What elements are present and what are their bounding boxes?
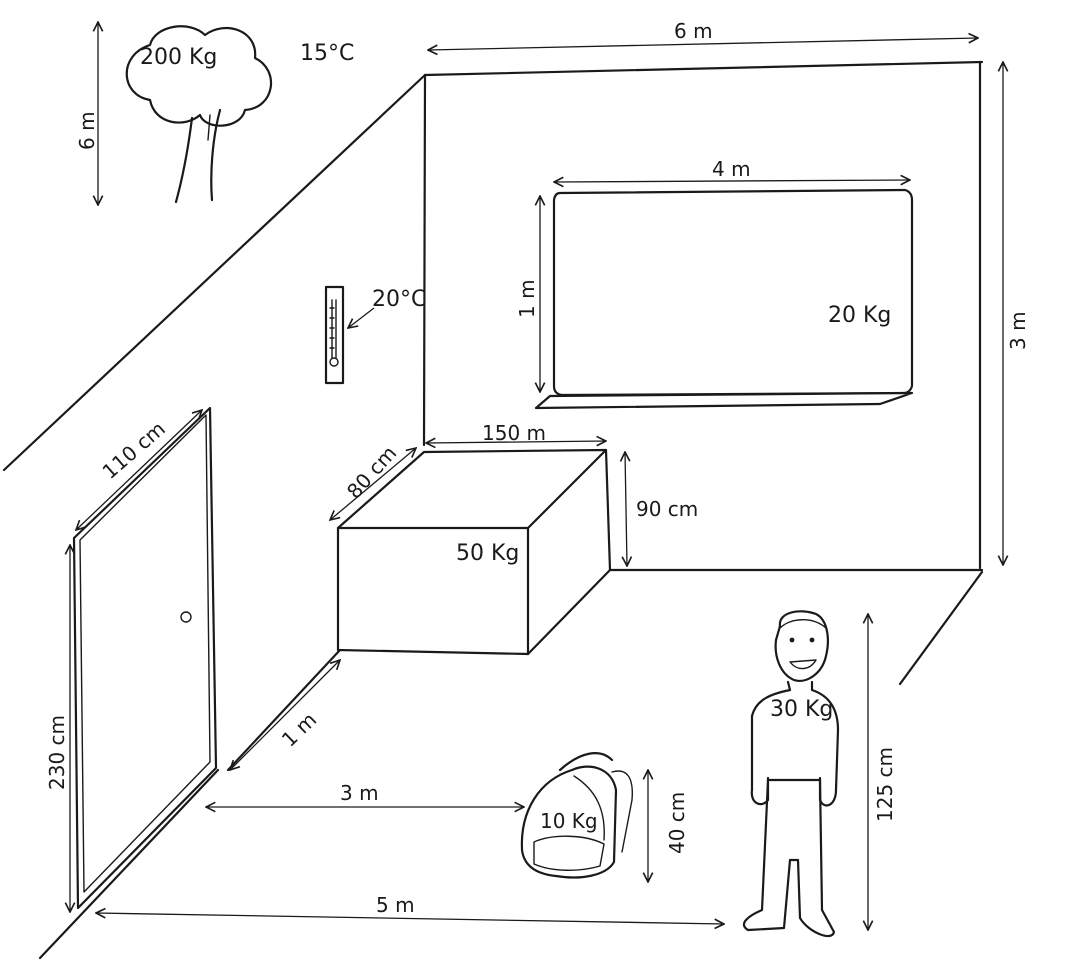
table-length-arrow: [426, 441, 606, 443]
person-weight-label: 30 Kg: [770, 697, 833, 722]
door-width-arrow: [76, 410, 202, 530]
room-walls: [2, 60, 984, 960]
board-width-label: 4 m: [712, 157, 751, 181]
room-height-label: 3 m: [1006, 311, 1030, 350]
board-weight-label: 20 Kg: [828, 303, 891, 328]
backpack-weight-label: 10 Kg: [540, 809, 598, 833]
indoor-temperature: 20°C: [372, 287, 426, 312]
backpack-height-label: 40 cm: [665, 792, 689, 854]
board-width-arrow: [554, 180, 910, 182]
tree: [125, 25, 273, 204]
table-height-arrow: [625, 452, 627, 566]
door-height-label: 230 cm: [45, 715, 69, 790]
table-depth-label: 80 cm: [342, 441, 402, 503]
whiteboard: [534, 188, 914, 410]
door: [72, 406, 218, 910]
door-to-backpack-label: 3 m: [340, 781, 379, 805]
door-to-table-label: 1 m: [277, 708, 321, 752]
door-to-table-arrow: [230, 660, 340, 770]
outdoor-temperature: 15°C: [300, 41, 354, 66]
table-length-label: 150 m: [482, 421, 546, 445]
tree-weight-label: 200 Kg: [140, 45, 217, 70]
table-weight-label: 50 Kg: [456, 541, 519, 566]
room-width-label: 6 m: [674, 19, 713, 43]
tree-height-label: 6 m: [75, 111, 99, 150]
table-height-label: 90 cm: [636, 497, 698, 521]
table-depth-arrow: [330, 448, 416, 520]
backpack: [520, 752, 633, 879]
door-to-person-arrow: [96, 913, 724, 924]
room-width-arrow: [428, 38, 978, 50]
indoor-temp-pointer: [348, 307, 375, 328]
board-height-label: 1 m: [515, 279, 539, 318]
door-to-person-label: 5 m: [376, 893, 415, 917]
thermometer-icon: [324, 285, 345, 385]
person-height-label: 125 cm: [873, 747, 897, 822]
person: [742, 610, 840, 938]
